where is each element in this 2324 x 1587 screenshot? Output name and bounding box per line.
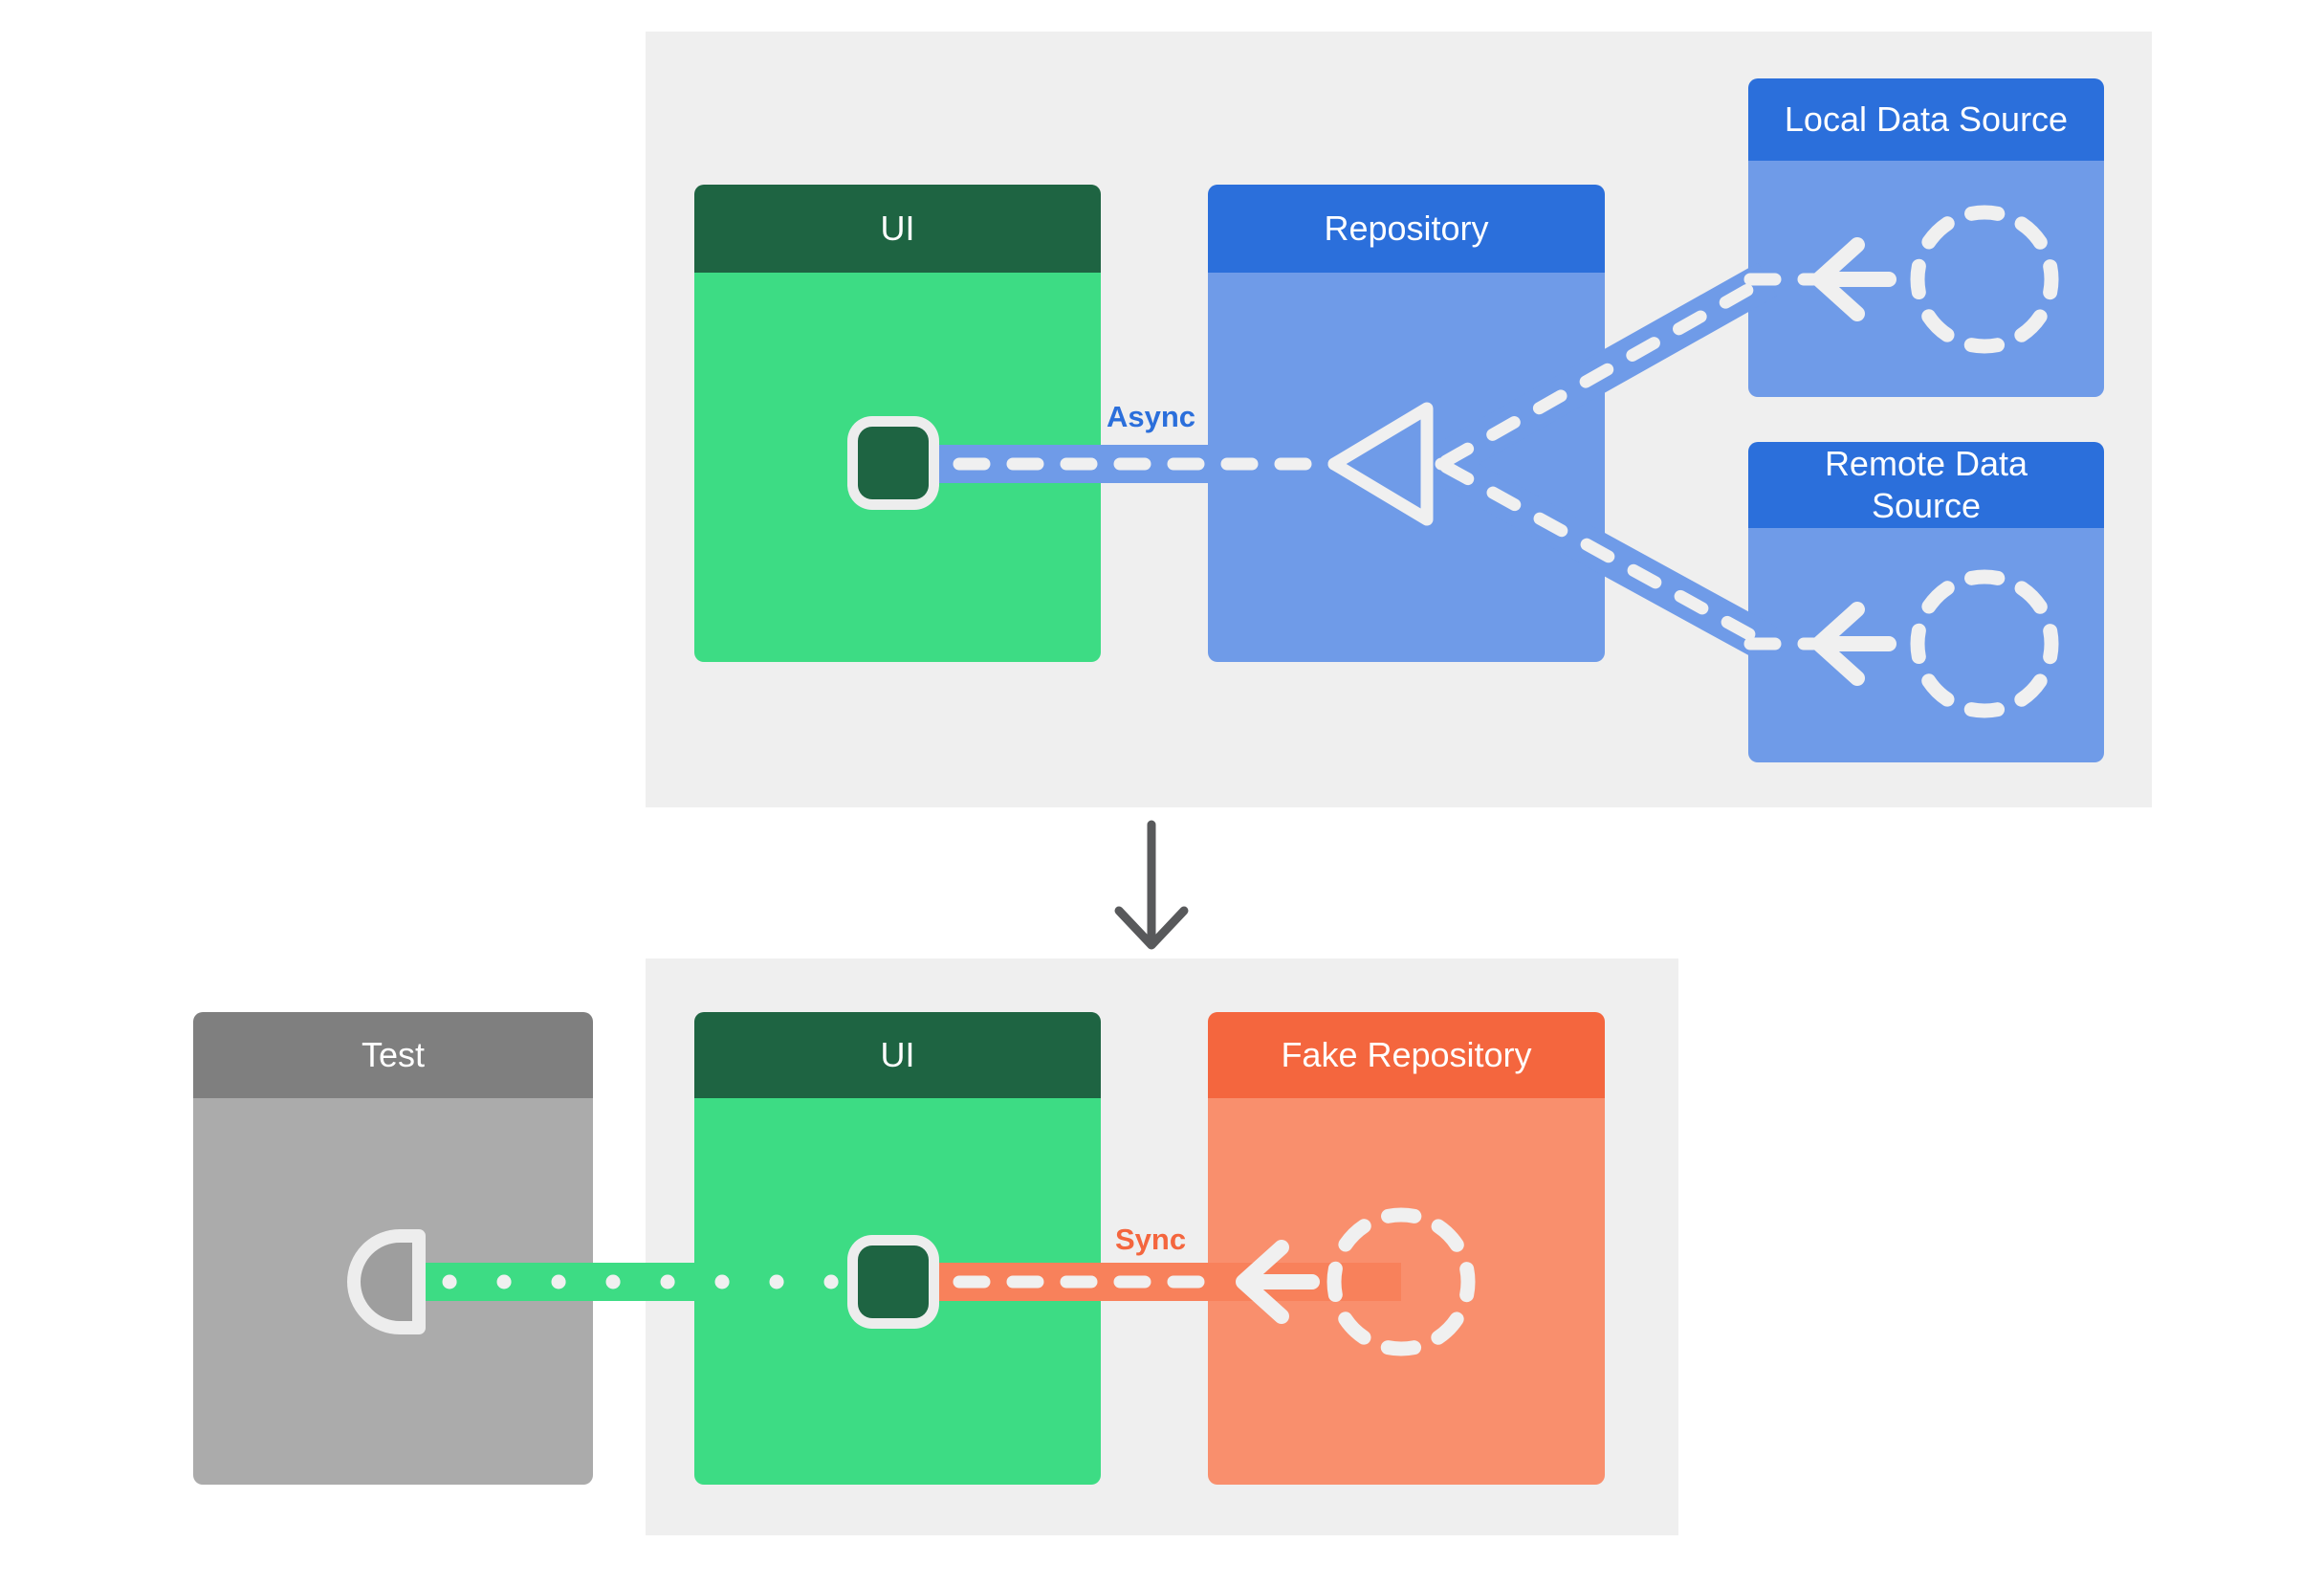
ui-card-top-header: UI	[694, 185, 1101, 273]
repository-card-title: Repository	[1324, 209, 1489, 249]
test-card-header: Test	[193, 1012, 593, 1098]
remote-data-source-title: Remote Data Source	[1824, 444, 2028, 525]
local-data-source-body	[1748, 161, 2104, 397]
ui-card-bottom-body	[694, 1098, 1101, 1485]
local-data-source-title: Local Data Source	[1784, 99, 2069, 140]
repository-card: Repository	[1208, 185, 1605, 662]
ui-card-bottom: UI	[694, 1012, 1101, 1485]
test-card-body	[193, 1098, 593, 1485]
ui-card-top-body	[694, 273, 1101, 662]
repository-card-body	[1208, 273, 1605, 662]
ui-card-top: UI	[694, 185, 1101, 662]
test-card: Test	[193, 1012, 593, 1485]
fake-repository-title: Fake Repository	[1281, 1035, 1532, 1075]
remote-data-source-body	[1748, 528, 2104, 762]
fake-repository-header: Fake Repository	[1208, 1012, 1605, 1098]
remote-data-source-card: Remote Data Source	[1748, 442, 2104, 762]
ui-card-bottom-header: UI	[694, 1012, 1101, 1098]
async-flow-label: Async	[1106, 400, 1195, 433]
ui-card-top-title: UI	[880, 209, 915, 249]
local-data-source-card: Local Data Source	[1748, 78, 2104, 397]
sync-flow-label: Sync	[1115, 1223, 1187, 1256]
remote-data-source-header: Remote Data Source	[1748, 442, 2104, 528]
fake-repository-card: Fake Repository	[1208, 1012, 1605, 1485]
fake-repository-body	[1208, 1098, 1605, 1485]
test-card-title: Test	[361, 1035, 426, 1075]
flow-down-arrow-icon	[1114, 820, 1189, 950]
local-data-source-header: Local Data Source	[1748, 78, 2104, 161]
repository-card-header: Repository	[1208, 185, 1605, 273]
ui-card-bottom-title: UI	[880, 1035, 915, 1075]
